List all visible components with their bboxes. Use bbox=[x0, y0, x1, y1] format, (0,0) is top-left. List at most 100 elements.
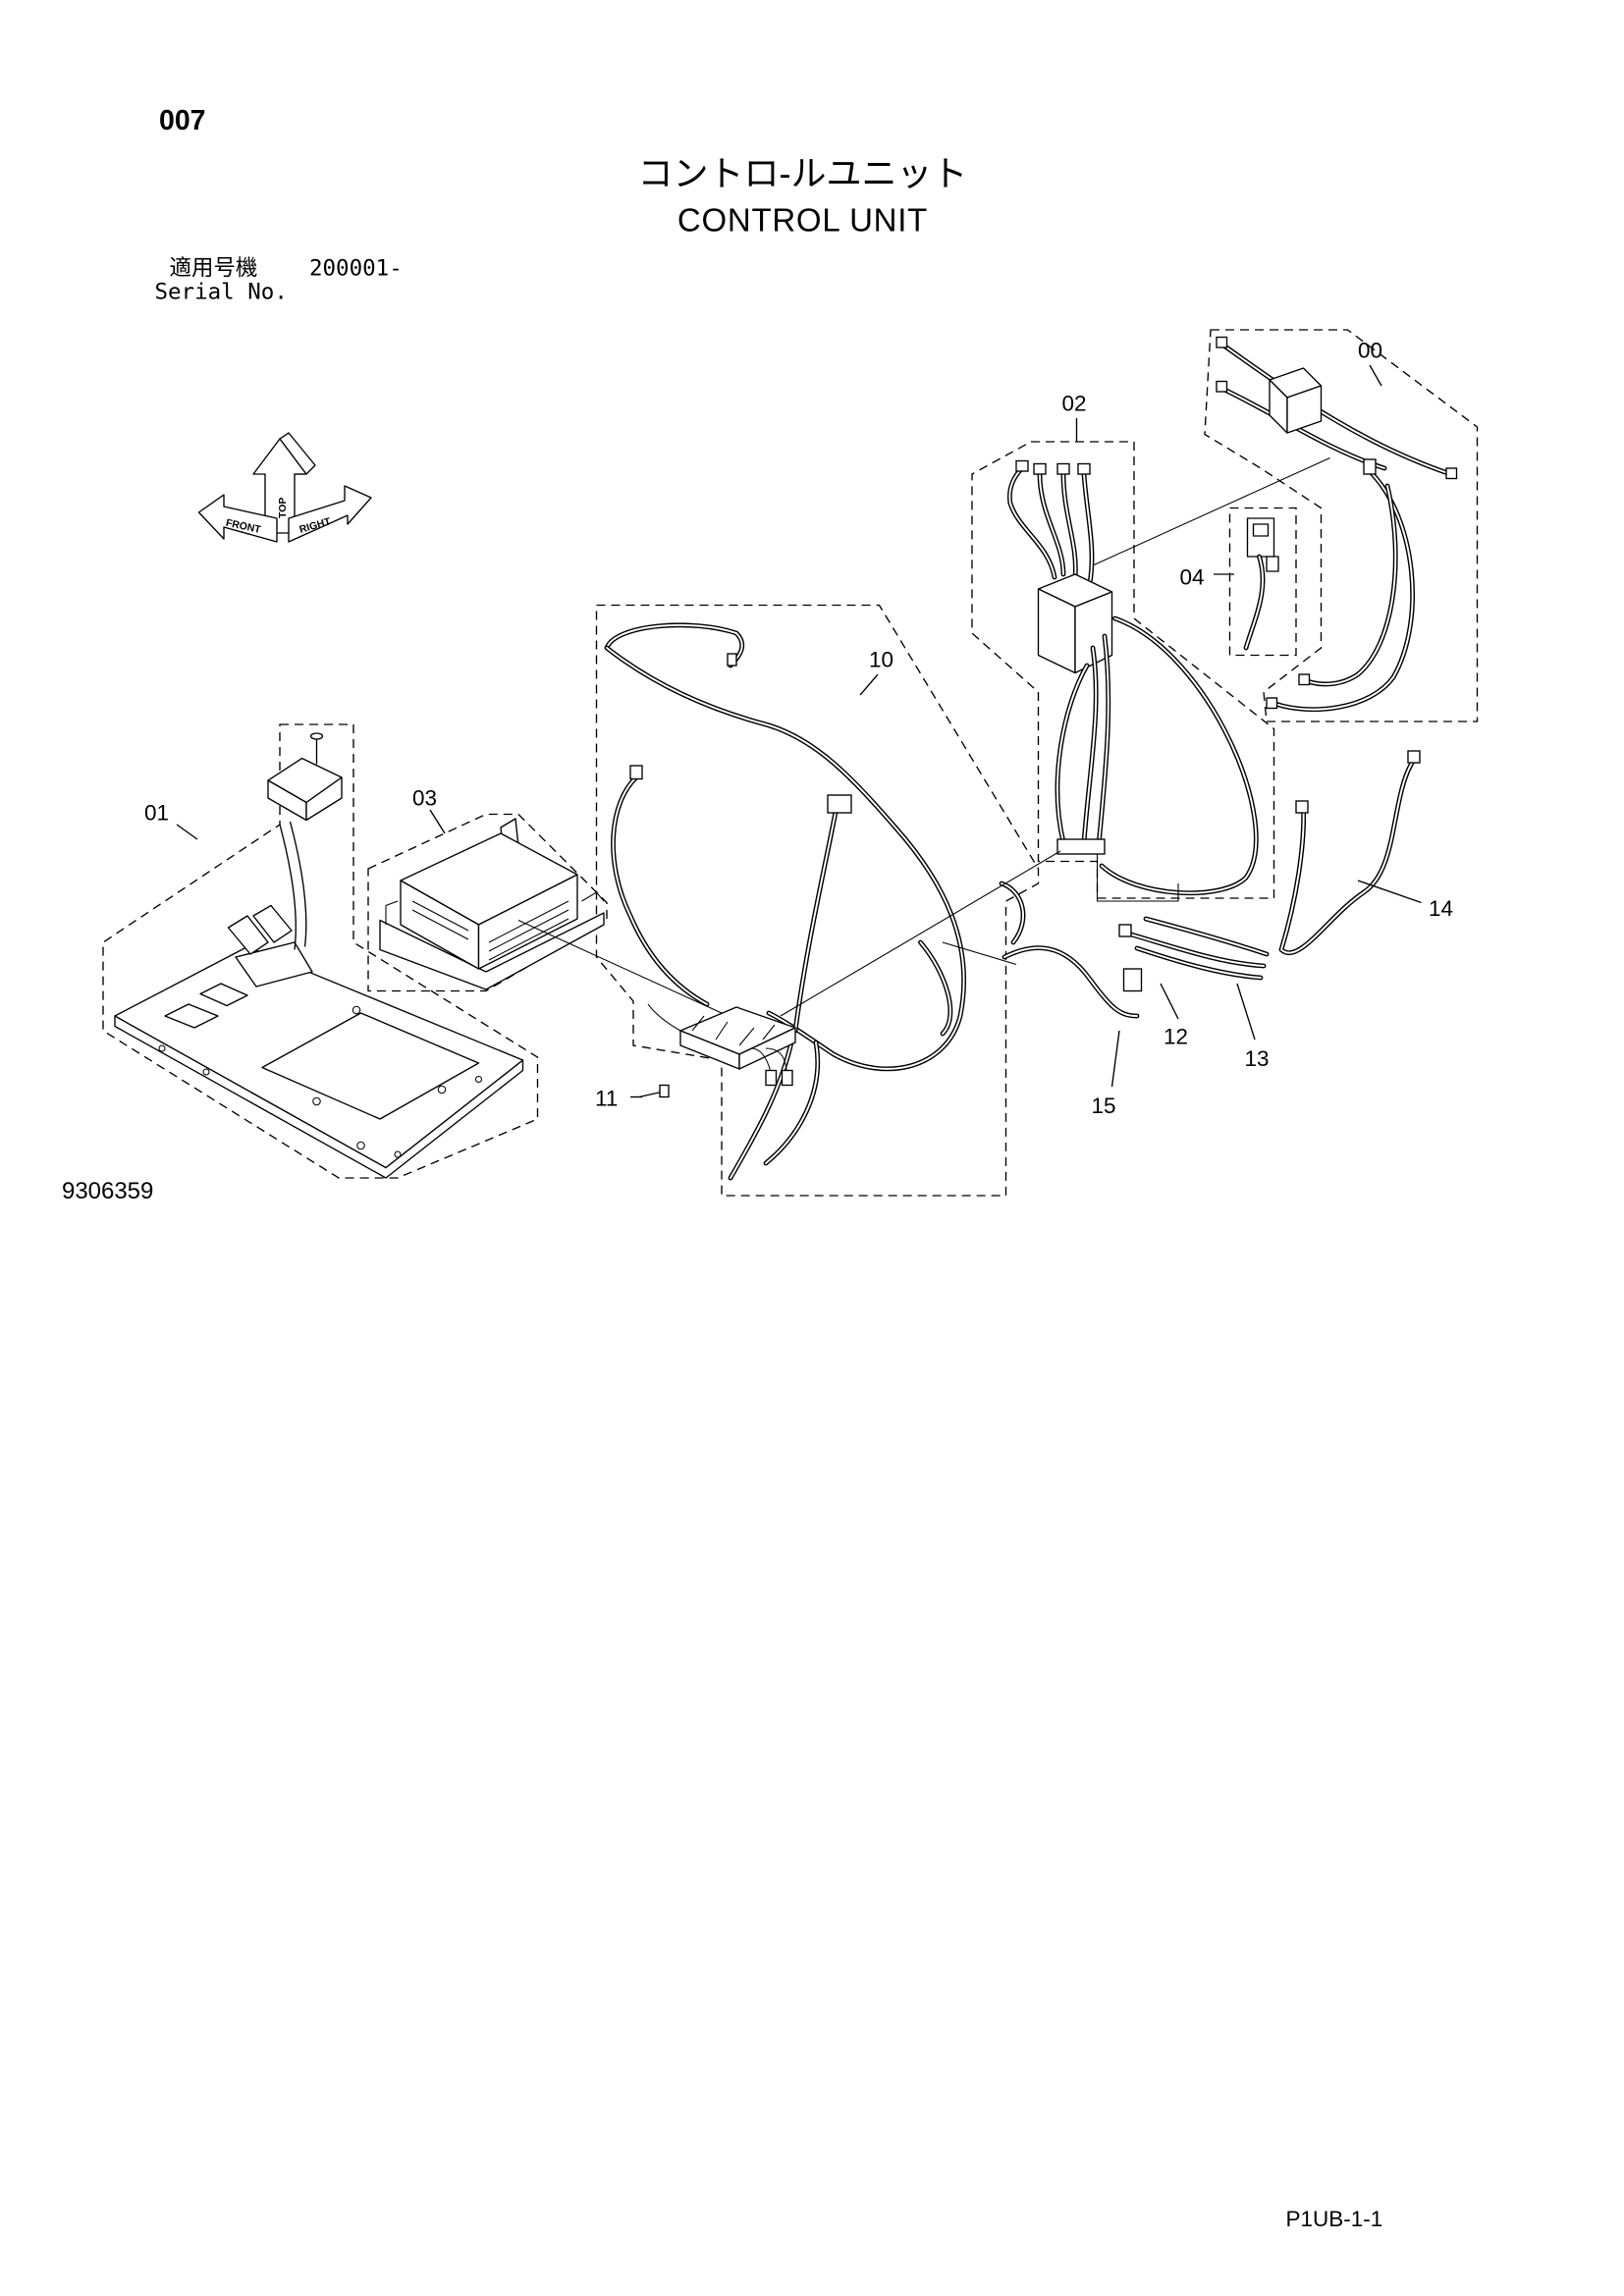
callout-02: 02 bbox=[1061, 392, 1086, 416]
part-10-main-harness bbox=[604, 622, 1026, 1181]
harness-10-right-loop-core bbox=[1001, 882, 1025, 943]
harness-00-drop-loop-core bbox=[1274, 470, 1414, 711]
serial-number-from: 200001- bbox=[309, 256, 403, 282]
group-outline-02 bbox=[971, 441, 1275, 899]
harness-10-plug-wires bbox=[647, 1003, 787, 1071]
title-english: CONTROL UNIT bbox=[677, 202, 928, 239]
arrow-front-icon bbox=[197, 494, 278, 543]
group-outline-04 bbox=[1228, 507, 1297, 657]
plate-hole bbox=[352, 1005, 361, 1015]
bolt-head bbox=[659, 1084, 670, 1098]
callout-00: 00 bbox=[1358, 339, 1382, 363]
harness-00-clip bbox=[1363, 458, 1377, 475]
callout-01: 01 bbox=[144, 801, 169, 826]
link-line-03-to-10 bbox=[517, 920, 723, 1014]
callout-14: 14 bbox=[1429, 896, 1453, 921]
plate-hole bbox=[312, 1096, 321, 1106]
pedal-base bbox=[235, 941, 313, 988]
floor-plate-slot-a bbox=[164, 1003, 219, 1029]
leader-15 bbox=[1110, 1030, 1120, 1088]
callout-13: 13 bbox=[1244, 1046, 1269, 1071]
drawing-number: 9306359 bbox=[62, 1178, 153, 1204]
cable-14-connector bbox=[1295, 800, 1309, 814]
leader-13 bbox=[1236, 983, 1256, 1041]
callout-04: 04 bbox=[1179, 565, 1204, 590]
leader-01 bbox=[176, 824, 198, 840]
leader-10 bbox=[859, 673, 879, 696]
harness-10-plug-a bbox=[765, 1069, 778, 1087]
callout-11: 11 bbox=[595, 1087, 618, 1111]
harness-02-drop-line bbox=[1096, 854, 1179, 902]
group-outline-00 bbox=[1204, 329, 1479, 722]
page-number: 007 bbox=[159, 105, 206, 136]
title-japanese: コントロ-ルユニット bbox=[638, 153, 968, 193]
controller-bracket bbox=[379, 912, 605, 990]
serial-label-english: Serial No. bbox=[154, 280, 287, 305]
link-line-10-to-02 bbox=[780, 850, 1061, 1017]
cable-15-core bbox=[1003, 946, 1138, 1017]
harness-10-bottom-branch-a-core bbox=[730, 1037, 793, 1179]
callout-10: 10 bbox=[869, 648, 893, 672]
harness-02-big-loop bbox=[1099, 615, 1259, 896]
harness-10-junction-wires bbox=[691, 1015, 776, 1046]
harness-10-center-branch-core bbox=[794, 806, 838, 1032]
callout-12: 12 bbox=[1164, 1025, 1188, 1049]
group-outline-03 bbox=[367, 813, 608, 992]
cable-12-core bbox=[1127, 933, 1265, 967]
orientation-arrows-icon: TOP FRONT RIGHT bbox=[197, 432, 372, 543]
leader-12 bbox=[1160, 983, 1179, 1020]
part-11-bolt bbox=[638, 1084, 670, 1098]
harness-00-inner-loop bbox=[1302, 483, 1398, 687]
harness-10-bottom-branch-b-core bbox=[765, 1041, 819, 1164]
group-outline-01 bbox=[102, 723, 539, 1179]
harness-10-main-run-core bbox=[606, 647, 965, 1070]
switch-wire-core bbox=[1245, 556, 1264, 649]
harness-10-main-run bbox=[604, 645, 966, 1072]
harness-02-top-connector bbox=[1033, 462, 1047, 475]
pedal-right bbox=[252, 904, 293, 943]
lever-knob bbox=[309, 732, 324, 740]
harness-02-big-loop-core bbox=[1101, 617, 1258, 894]
part-00-overhead-harness bbox=[1092, 336, 1458, 713]
harness-02-upper-wire-4-core bbox=[1083, 473, 1093, 584]
page-code: P1UB-1-1 bbox=[1285, 2207, 1382, 2231]
switch-knob bbox=[1252, 523, 1270, 537]
plate-hole bbox=[394, 1150, 402, 1158]
floor-plate-cutout bbox=[261, 1012, 480, 1120]
floor-plate-slot-b bbox=[199, 983, 248, 1007]
harness-02-top-connector bbox=[1077, 462, 1091, 475]
plate-hole bbox=[158, 1044, 166, 1052]
harness-10-right-branch-core bbox=[919, 941, 951, 1035]
leader-03 bbox=[429, 809, 446, 834]
harness-00-main-run-core bbox=[1221, 344, 1452, 475]
cable-12-13-extra-core bbox=[1145, 918, 1268, 955]
harness-00-end-connector bbox=[1216, 336, 1228, 348]
orientation-top-label: TOP bbox=[278, 498, 289, 518]
plate-hole bbox=[437, 1085, 447, 1095]
harness-10-left-connector bbox=[629, 765, 643, 780]
harness-02-upper-wire-3-core bbox=[1062, 473, 1077, 578]
harness-00-main-run bbox=[1219, 342, 1453, 477]
arrow-top-side bbox=[279, 432, 316, 475]
pedal-left bbox=[227, 915, 269, 955]
part-01-floor-plate bbox=[114, 732, 524, 1179]
harness-02-left-loop-core bbox=[1056, 665, 1088, 843]
cable-12-connector bbox=[1118, 924, 1132, 937]
harness-00-link-line bbox=[1092, 457, 1330, 566]
harness-00-inner-loop-core bbox=[1304, 485, 1397, 685]
controller-connector-ribs bbox=[411, 900, 569, 961]
harness-02-bottom-connector bbox=[1056, 838, 1106, 855]
harness-10-connector bbox=[827, 794, 852, 814]
harness-10-top-loop-core bbox=[606, 623, 743, 667]
harness-00-end-connector bbox=[1298, 673, 1311, 686]
callout-03: 03 bbox=[412, 786, 437, 811]
harness-00-end-connector bbox=[1445, 467, 1458, 480]
leader-00 bbox=[1369, 364, 1382, 387]
harness-02-upper-wire-2 bbox=[1037, 471, 1066, 577]
callout-15: 15 bbox=[1091, 1094, 1115, 1118]
harness-00-end-connector bbox=[1266, 697, 1278, 710]
harness-10-plug-b bbox=[781, 1069, 793, 1087]
serial-label-japanese: 適用号機 bbox=[169, 256, 257, 281]
leader-14 bbox=[1357, 880, 1422, 904]
